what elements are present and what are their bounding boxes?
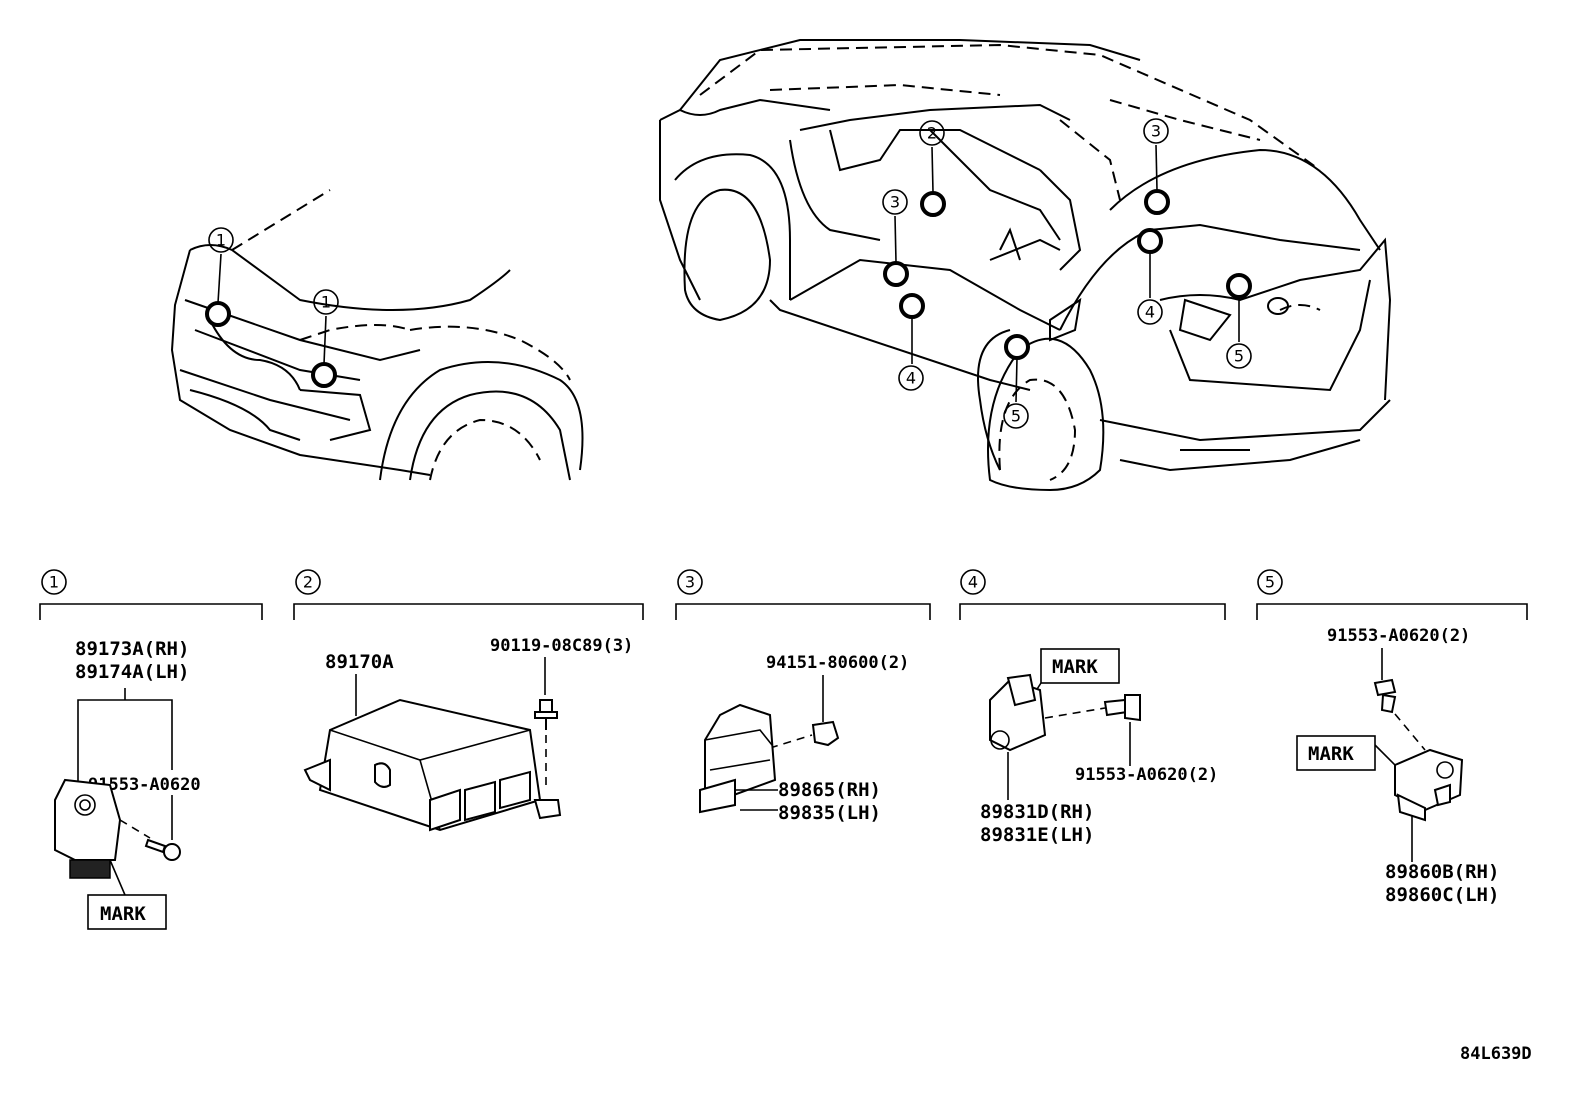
section-1: 1 89173A(RH) 89174A(LH) 91553-A0620 MARK	[39, 569, 263, 930]
callout-rear-4b: 4	[1137, 228, 1163, 325]
svg-text:1: 1	[321, 293, 331, 312]
diagram-id: 84L639D	[1460, 1044, 1532, 1064]
svg-text:5: 5	[1234, 347, 1244, 366]
svg-text:5: 5	[1265, 573, 1275, 592]
part-89860C: 89860C(LH)	[1385, 884, 1499, 906]
callout-front-1a: 1	[205, 227, 234, 327]
callout-front-1b: 1	[311, 289, 339, 388]
section-4: 4 MARK 91553-A0620(2) 89831D(RH) 89831E(…	[959, 569, 1226, 846]
svg-text:1: 1	[49, 573, 59, 592]
svg-text:4: 4	[906, 369, 916, 388]
part-89860B: 89860B(RH)	[1385, 861, 1499, 883]
part-89174A: 89174A(LH)	[75, 661, 189, 683]
svg-text:3: 3	[1151, 122, 1161, 141]
svg-text:3: 3	[890, 193, 900, 212]
section-2: 2 89170A 90119-08C89(3)	[293, 569, 644, 832]
part-89831D: 89831D(RH)	[980, 801, 1094, 823]
callout-rear-3a: 3	[1143, 118, 1170, 215]
callout-rear-3b: 3	[882, 189, 909, 287]
part-89831E: 89831E(LH)	[980, 824, 1094, 846]
front-car-illustration	[170, 189, 584, 481]
svg-text:MARK: MARK	[1308, 743, 1354, 765]
callout-rear-4a: 4	[898, 293, 925, 391]
svg-text:1: 1	[216, 231, 226, 250]
svg-text:MARK: MARK	[100, 903, 146, 925]
part-89170A: 89170A	[325, 651, 394, 673]
part-89835: 89835(LH)	[778, 802, 881, 824]
callout-rear-5a: 5	[1226, 273, 1252, 369]
bolt-90119-08C89: 90119-08C89(3)	[490, 636, 633, 656]
section-5: 5 91553-A0620(2) MARK 89860B(RH) 89860C(…	[1256, 569, 1528, 906]
nut-94151-80600: 94151-80600(2)	[766, 653, 909, 673]
svg-text:5: 5	[1011, 407, 1021, 426]
mark-box-4	[1040, 648, 1120, 684]
rear-car-illustration	[659, 39, 1392, 492]
svg-text:4: 4	[1145, 303, 1155, 322]
svg-text:2: 2	[303, 573, 313, 592]
svg-text:2: 2	[927, 124, 937, 143]
svg-text:3: 3	[685, 573, 695, 592]
bolt-91553-A0620-2b: 91553-A0620(2)	[1327, 626, 1470, 646]
callout-rear-2: 2	[919, 120, 946, 217]
callout-rear-5b: 5	[1003, 334, 1030, 429]
mark-box-1	[87, 894, 167, 930]
part-89173A: 89173A(RH)	[75, 638, 189, 660]
section-3: 3 94151-80600(2) 89865(RH) 89835(LH)	[675, 569, 931, 824]
svg-text:MARK: MARK	[1052, 656, 1098, 678]
svg-text:4: 4	[968, 573, 978, 592]
part-89865: 89865(RH)	[778, 779, 881, 801]
mark-box-5	[1296, 735, 1376, 771]
bolt-91553-A0620: 91553-A0620	[88, 775, 201, 795]
bolt-91553-A0620-2: 91553-A0620(2)	[1075, 765, 1218, 785]
